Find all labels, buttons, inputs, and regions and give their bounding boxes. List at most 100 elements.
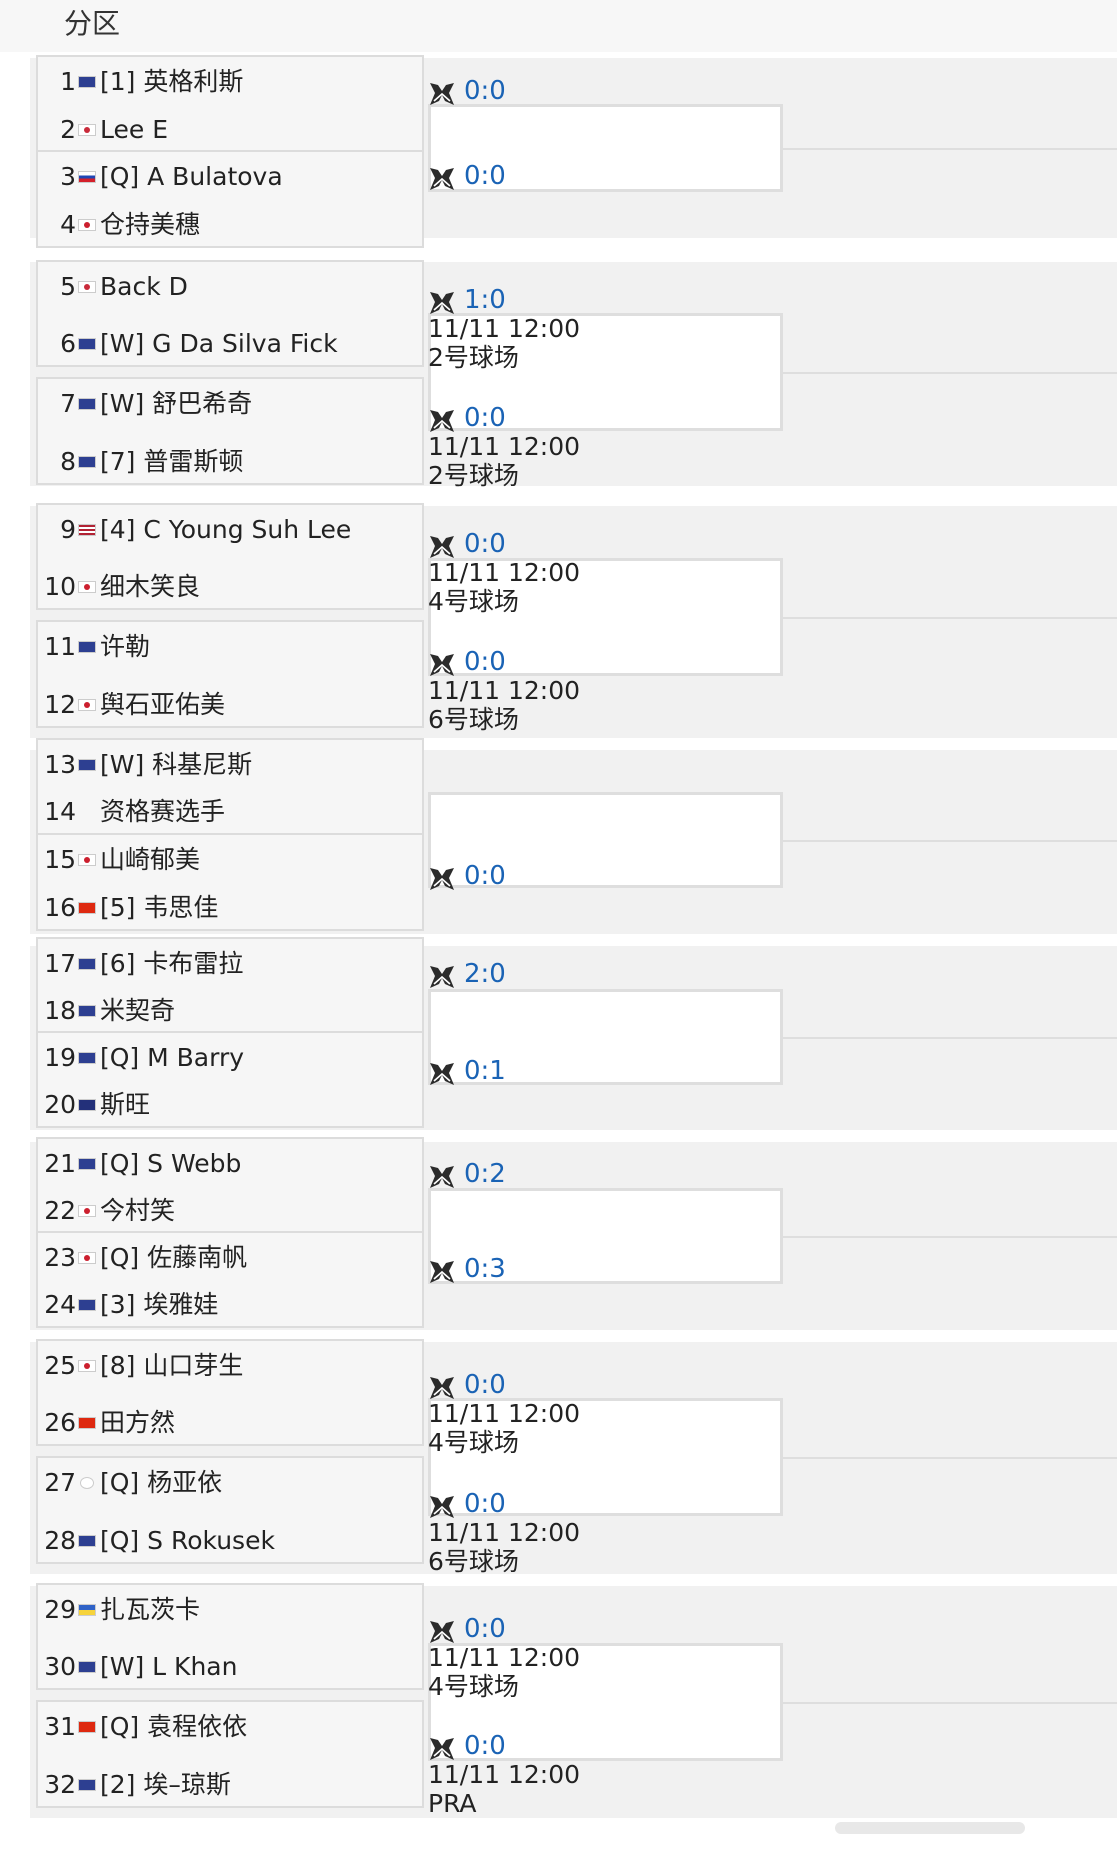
match-info[interactable]: 0:0 xyxy=(428,860,783,950)
player-row[interactable]: 24[3] 埃雅娃 xyxy=(36,1290,424,1320)
player-row[interactable]: 6[W] G Da Silva Fick xyxy=(36,329,424,359)
player-row[interactable]: 21[Q] S Webb xyxy=(36,1149,424,1179)
h2h-icon[interactable] xyxy=(428,290,456,316)
player-row[interactable]: 25[8] 山口芽生 xyxy=(36,1351,424,1381)
draw-position: 7 xyxy=(60,389,76,418)
player-row[interactable]: 5 Back D xyxy=(36,272,424,302)
match-info[interactable]: 0:0 xyxy=(428,160,783,250)
player-row[interactable]: 9[4] C Young Suh Lee xyxy=(36,515,424,545)
h2h-icon[interactable] xyxy=(428,1061,456,1087)
player-row[interactable]: 27[Q] 杨亚依 xyxy=(36,1468,424,1498)
player-row[interactable]: 16[5] 韦思佳 xyxy=(36,893,424,923)
h2h-icon[interactable] xyxy=(428,1375,456,1401)
player-name: Back D xyxy=(100,272,188,301)
h2h-icon[interactable] xyxy=(428,1164,456,1190)
head-to-head-score[interactable]: 2:0 xyxy=(464,959,506,989)
bracket-connector xyxy=(783,148,1117,150)
player-row[interactable]: 13[W] 科基尼斯 xyxy=(36,750,424,780)
match-court: 6号球场 xyxy=(428,705,519,734)
draw-position: 6 xyxy=(60,329,76,358)
h2h-icon[interactable] xyxy=(428,866,456,892)
match-box xyxy=(36,150,424,248)
head-to-head-score[interactable]: 0:3 xyxy=(464,1254,506,1284)
player-row[interactable]: 28[Q] S Rokusek xyxy=(36,1526,424,1556)
head-to-head-score[interactable]: 0:1 xyxy=(464,1056,506,1086)
player-row[interactable]: 19[Q] M Barry xyxy=(36,1043,424,1073)
head-to-head-score[interactable]: 0:0 xyxy=(464,1489,506,1519)
match-time: 11/11 12:00 xyxy=(428,1399,581,1428)
head-to-head-score[interactable]: 0:2 xyxy=(464,1159,506,1189)
match-box xyxy=(36,738,424,835)
head-to-head-score[interactable]: 0:0 xyxy=(464,76,506,106)
match-time: 11/11 12:00 xyxy=(428,314,581,343)
player-row[interactable]: 3[Q] A Bulatova xyxy=(36,162,424,192)
head-to-head-score[interactable]: 0:0 xyxy=(464,529,506,559)
player-row[interactable]: 1[1] 英格利斯 xyxy=(36,67,424,97)
h2h-icon[interactable] xyxy=(428,534,456,560)
flag-icon xyxy=(78,958,96,970)
match-info[interactable]: 0:2 xyxy=(428,1158,783,1248)
h2h-icon[interactable] xyxy=(428,1619,456,1645)
player-row[interactable]: 8[7] 普雷斯顿 xyxy=(36,447,424,477)
h2h-icon[interactable] xyxy=(428,81,456,107)
h2h-icon[interactable] xyxy=(428,652,456,678)
player-row[interactable]: 17[6] 卡布雷拉 xyxy=(36,949,424,979)
head-to-head-score[interactable]: 0:0 xyxy=(464,403,506,433)
h2h-icon[interactable] xyxy=(428,1736,456,1762)
horizontal-scrollbar[interactable] xyxy=(835,1822,1025,1834)
head-to-head-score[interactable]: 0:0 xyxy=(464,1731,506,1761)
bracket-connector xyxy=(783,840,1117,842)
draw-position: 9 xyxy=(60,515,76,544)
draw-position: 5 xyxy=(60,272,76,301)
match-info[interactable]: 2:0 xyxy=(428,958,783,1048)
section-header: 分区 xyxy=(0,0,1117,52)
flag-icon xyxy=(78,1052,96,1064)
player-row[interactable]: 30[W] L Khan xyxy=(36,1652,424,1682)
match-info[interactable]: 0:1 xyxy=(428,1055,783,1145)
player-row[interactable]: 7[W] 舒巴希奇 xyxy=(36,389,424,419)
match-time: 11/11 12:00 xyxy=(428,676,581,705)
head-to-head-score[interactable]: 0:0 xyxy=(464,647,506,677)
head-to-head-score[interactable]: 0:0 xyxy=(464,861,506,891)
player-name: [Q] S Webb xyxy=(100,1149,242,1178)
player-name: 斯旺 xyxy=(100,1090,151,1119)
h2h-icon[interactable] xyxy=(428,964,456,990)
h2h-icon[interactable] xyxy=(428,166,456,192)
bracket-connector xyxy=(783,617,1117,619)
draw-position: 14 xyxy=(44,797,76,826)
match-info[interactable]: 0:0 xyxy=(428,75,783,165)
h2h-icon[interactable] xyxy=(428,1494,456,1520)
head-to-head-score[interactable]: 1:0 xyxy=(464,285,506,315)
head-to-head-score[interactable]: 0:0 xyxy=(464,161,506,191)
player-name: 田方然 xyxy=(100,1408,176,1437)
match-info[interactable]: 0:3 xyxy=(428,1253,783,1343)
player-name: 许勒 xyxy=(100,632,151,661)
head-to-head-score[interactable]: 0:0 xyxy=(464,1370,506,1400)
player-row[interactable]: 31[Q] 袁程依依 xyxy=(36,1712,424,1742)
h2h-icon[interactable] xyxy=(428,408,456,434)
head-to-head-score[interactable]: 0:0 xyxy=(464,1614,506,1644)
h2h-icon[interactable] xyxy=(428,1259,456,1285)
player-row[interactable]: 32[2] 埃–琼斯 xyxy=(36,1770,424,1800)
player-row[interactable]: 23[Q] 佐藤南帆 xyxy=(36,1243,424,1273)
